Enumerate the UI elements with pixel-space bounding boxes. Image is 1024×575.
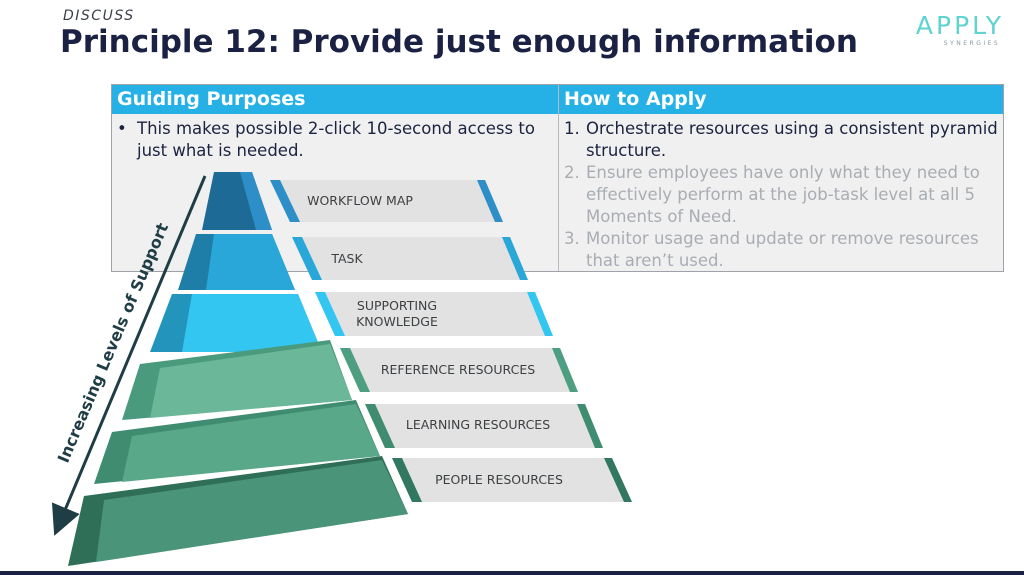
svg-text:WORKFLOW MAP: WORKFLOW MAP [307,193,413,208]
svg-text:KNOWLEDGE: KNOWLEDGE [356,314,438,329]
how-to-apply-cell: 1. Orchestrate resources using a consist… [564,118,1000,272]
principle-table: Guiding Purposes How to Apply • This mak… [111,84,1004,272]
bullet-marker: • [117,119,127,138]
step-number: 3. [564,229,580,248]
pyramid-level-people-resources: PEOPLE RESOURCES [68,456,632,566]
svg-text:TASK: TASK [330,251,363,266]
step-text: Ensure employees have only what they nee… [586,163,980,226]
level-label-reference-resources: REFERENCE RESOURCES [381,362,535,377]
svg-text:SUPPORTING: SUPPORTING [357,298,437,313]
level-label-workflow-map: WORKFLOW MAP [307,193,413,208]
level-label-knowledge: KNOWLEDGE [356,314,438,329]
header-guiding-purposes: Guiding Purposes [117,88,306,110]
step-number: 1. [564,119,580,138]
pyramid-level-learning-resources: LEARNING RESOURCES [94,400,603,484]
pyramid-level-workflow-map: WORKFLOW MAP [202,172,503,230]
header-how-to-apply: How to Apply [564,88,707,110]
level-label-people-resources: PEOPLE RESOURCES [435,472,563,487]
list-item: • This makes possible 2-click 10-second … [117,118,547,162]
bottom-rule [0,571,1024,575]
slide-title: Principle 12: Provide just enough inform… [60,24,858,60]
guiding-purpose-text: This makes possible 2-click 10-second ac… [137,119,535,160]
svg-text:REFERENCE RESOURCES: REFERENCE RESOURCES [381,362,535,377]
logo-subtext: SYNERGIES [943,40,1001,47]
pyramid-level-reference-resources: REFERENCE RESOURCES [122,340,578,420]
svg-text:LEARNING RESOURCES: LEARNING RESOURCES [406,417,550,432]
increasing-support-arrow [51,175,207,536]
column-divider [558,85,559,271]
svg-text:PEOPLE RESOURCES: PEOPLE RESOURCES [435,472,563,487]
apply-synergies-logo: APPLY SYNERGIES [905,11,1015,48]
list-item: 2. Ensure employees have only what they … [564,162,1000,228]
list-item: 1. Orchestrate resources using a consist… [564,118,1000,162]
guiding-purposes-cell: • This makes possible 2-click 10-second … [117,118,547,162]
pyramid-level-supporting-knowledge: SUPPORTING KNOWLEDGE [150,292,553,352]
slide-kicker: DISCUSS [63,8,135,24]
table-header-row: Guiding Purposes How to Apply [112,85,1003,114]
level-label-learning-resources: LEARNING RESOURCES [406,417,550,432]
level-label-supporting: SUPPORTING [357,298,437,313]
pyramid-level-task: TASK [178,234,528,290]
step-text: Orchestrate resources using a consistent… [586,119,998,160]
level-label-task: TASK [330,251,363,266]
step-text: Monitor usage and update or remove resou… [586,229,979,270]
logo-wordmark: APPLY [915,11,1005,40]
list-item: 3. Monitor usage and update or remove re… [564,228,1000,272]
step-number: 2. [564,163,580,182]
